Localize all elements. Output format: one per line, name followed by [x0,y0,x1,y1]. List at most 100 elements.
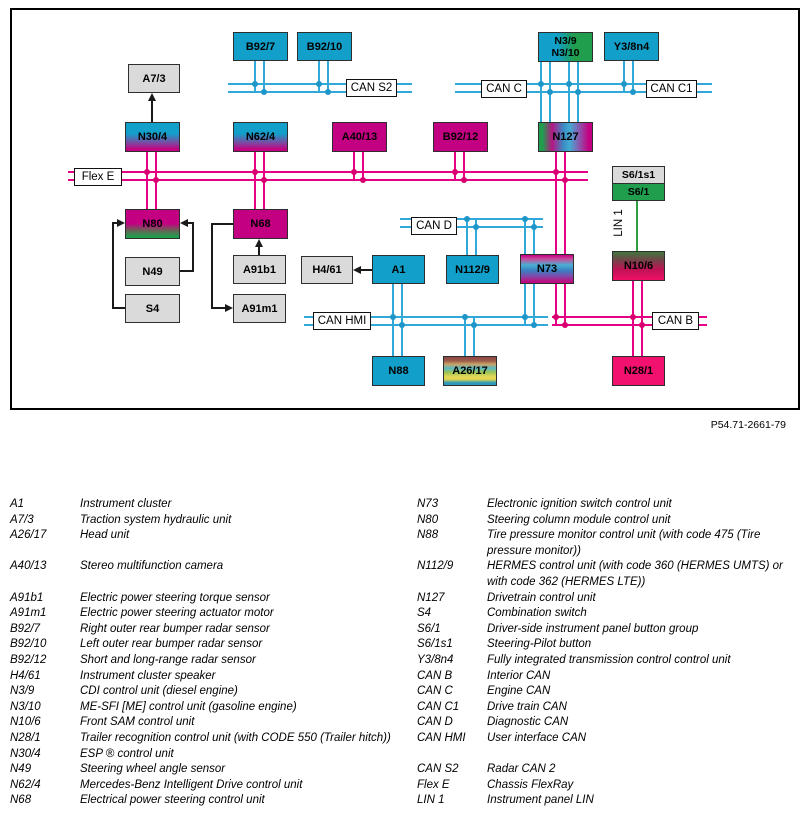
junction-dot [390,314,396,320]
node-label: N49 [142,265,163,278]
legend-description: Front SAM control unit [80,716,195,729]
legend-code: CAN B [417,669,453,682]
arrow-s4-n80-h1 [112,307,125,309]
arrowhead-up-a7-3 [148,93,156,101]
node-label: N10/6 [623,260,654,272]
legend-description: Fully integrated transmission control co… [487,653,731,666]
legend-description: ESP ® control unit [80,747,174,760]
junction-dot [522,216,528,222]
legend-code: H4/61 [10,669,41,682]
bus-label-can-d: CAN D [411,217,457,235]
node-label: S4 [145,302,160,315]
node-y3-8n4: Y3/8n4 [604,32,659,61]
arrow-s4-n80-h2 [112,222,118,224]
legend-description: Instrument cluster speaker [80,669,216,682]
legend-row: N10/6 Front SAM control unit [10,715,407,731]
legend-code: N10/6 [10,716,41,729]
lin-1-label: LIN 1 [611,202,627,244]
connector-a40-13 [353,152,364,181]
junction-dot [351,169,357,175]
arrow-a1-h4-61 [359,269,372,271]
legend-description: Right outer rear bumper radar sensor [80,622,270,635]
arrow-s4-n80-v [112,222,114,308]
node-n10-6: N10/6 [612,251,665,281]
arrow-n68-a91m1-h1 [211,223,233,225]
legend-code: CAN S2 [417,763,459,776]
legend-description: Tire pressure monitor control unit (with… [487,529,761,557]
legend-code: CAN HMI [417,731,466,744]
node-s6-1s1: S6/1s1 [612,166,665,184]
node-label: N88 [388,365,409,377]
node-label: N127 [552,131,579,143]
legend-description: Instrument cluster [80,498,172,510]
node-label: N3/9 [554,35,577,47]
node-a26-17: A26/17 [443,356,497,386]
junction-dot [252,169,258,175]
legend-description: Mercedes-Benz Intelligent Drive control … [80,778,303,791]
legend-code: LIN 1 [417,794,445,807]
legend-code: A7/3 [10,513,34,526]
junction-dot [452,169,458,175]
legend-code: B92/12 [10,653,47,666]
junction-dot [399,322,405,328]
junction-dot [566,81,572,87]
connector-n73-cand [524,219,535,254]
legend-description: Steering column module control unit [487,513,671,526]
junction-dot [547,89,553,95]
bus-label-can-hmi: CAN HMI [313,312,371,330]
flex-e-bus-line [68,171,588,181]
node-b92-10: B92/10 [297,32,352,61]
legend-code: N3/10 [10,700,41,713]
junction-dot [553,169,559,175]
node-n49: N49 [125,257,180,286]
bus-label-can-b: CAN B [652,312,699,330]
legend-code: B92/10 [10,638,47,651]
legend-code: N80 [417,513,439,526]
node-label: A1 [391,263,406,276]
legend-code [10,544,80,560]
arrowhead-right-n80 [117,219,125,227]
legend-code: CAN D [417,716,453,729]
node-label: A7/3 [142,72,166,85]
legend-code: CAN C1 [417,700,460,713]
legend-code: N68 [10,794,32,807]
node-label: S6/1s1 [621,169,656,181]
junction-dot [522,314,528,320]
legend-description: HERMES control unit (with code 360 (HERM… [487,560,783,588]
legend-description: Drivetrain control unit [487,591,596,604]
node-h4-61: H4/61 [301,256,353,284]
legend-code: S6/1s1 [417,638,453,651]
legend-description: Radar CAN 2 [487,763,556,776]
arrow-n49-n80-v [192,222,194,272]
connector-n10-6 [632,281,643,326]
arrow-n49-n80-h1 [180,270,194,272]
node-s6-1: S6/1 [612,183,665,201]
legend-code: A91b1 [10,591,44,604]
junction-dot [630,89,636,95]
junction-dot [639,322,645,328]
legend-code: Flex E [417,778,450,791]
node-a7-3: A7/3 [128,64,180,93]
legend-code: N30/4 [10,747,41,760]
connector-n28-1 [632,317,643,356]
junction-dot [531,322,537,328]
legend-code [417,747,487,763]
node-label: A91m1 [241,302,278,315]
junction-dot [471,322,477,328]
junction-dot [360,177,366,183]
node-b92-7: B92/7 [233,32,288,61]
node-s4: S4 [125,294,180,323]
connector-b92-10 [318,61,329,93]
junction-dot [325,89,331,95]
